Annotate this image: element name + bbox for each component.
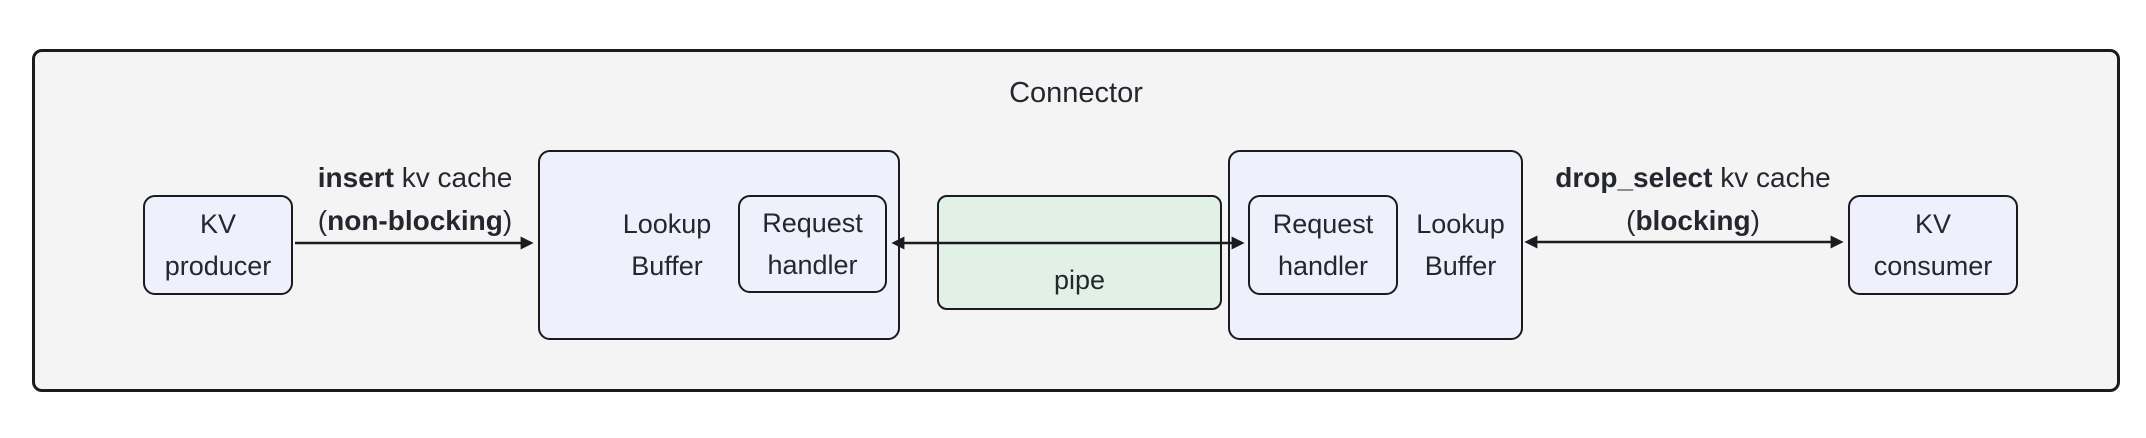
lookup-buffer-right-label: Lookup Buffer: [1398, 150, 1523, 340]
request-handler-right-label: Request handler: [1273, 203, 1374, 287]
request-handler-left-line2: handler: [767, 250, 858, 280]
lookup-buffer-right-text: Lookup Buffer: [1416, 203, 1505, 287]
kv-producer-line1: KV: [199, 209, 236, 239]
lookup-buffer-left-text: Lookup Buffer: [623, 203, 712, 287]
request-handler-left-line1: Request: [762, 208, 863, 238]
insert-paren-open: (: [317, 205, 328, 236]
drop-select-edge-line1: drop_select kv cache: [1523, 156, 1863, 199]
pipe-node: pipe: [937, 195, 1222, 310]
insert-paren-close: ): [502, 205, 513, 236]
drop-select-edge-label: drop_select kv cache (blocking): [1523, 156, 1863, 242]
kv-consumer-line2: consumer: [1873, 251, 1993, 281]
pipe-label: pipe: [1053, 265, 1106, 295]
insert-keyword: insert: [317, 162, 394, 193]
drop-select-paren-open: (: [1626, 205, 1636, 236]
lookup-buffer-right-line1: Lookup: [1416, 209, 1505, 239]
request-handler-left-label: Request handler: [762, 202, 863, 286]
drop-select-suffix: kv cache: [1712, 162, 1831, 193]
lookup-buffer-left-line2: Buffer: [631, 251, 703, 281]
lookup-buffer-left-label: Lookup Buffer: [567, 150, 767, 340]
drop-select-paren-close: ): [1750, 205, 1760, 236]
insert-edge-label: insert kv cache (non-blocking): [292, 156, 538, 242]
kv-consumer-node: KV consumer: [1848, 195, 2018, 295]
drop-select-keyword: drop_select: [1555, 162, 1713, 193]
kv-producer-node: KV producer: [143, 195, 293, 295]
kv-consumer-label: KV consumer: [1874, 203, 1993, 287]
insert-keyword2: non-blocking: [327, 205, 503, 236]
kv-producer-label: KV producer: [165, 203, 272, 287]
request-handler-right-line2: handler: [1277, 251, 1369, 281]
insert-edge-line1: insert kv cache: [292, 156, 538, 199]
kv-consumer-line1: KV: [1914, 209, 1951, 239]
drop-select-edge-line2: (blocking): [1523, 199, 1863, 242]
request-handler-right-line1: Request: [1272, 209, 1374, 239]
insert-edge-line2: (non-blocking): [292, 199, 538, 242]
lookup-buffer-right-line2: Buffer: [1424, 251, 1497, 281]
kv-producer-line2: producer: [164, 251, 272, 281]
drop-select-keyword2: blocking: [1635, 205, 1751, 236]
request-handler-right-node: Request handler: [1248, 195, 1398, 295]
lookup-buffer-left-line1: Lookup: [622, 209, 712, 239]
insert-suffix: kv cache: [393, 162, 513, 193]
request-handler-left-node: Request handler: [738, 195, 887, 293]
connector-title: Connector: [1009, 77, 1143, 109]
